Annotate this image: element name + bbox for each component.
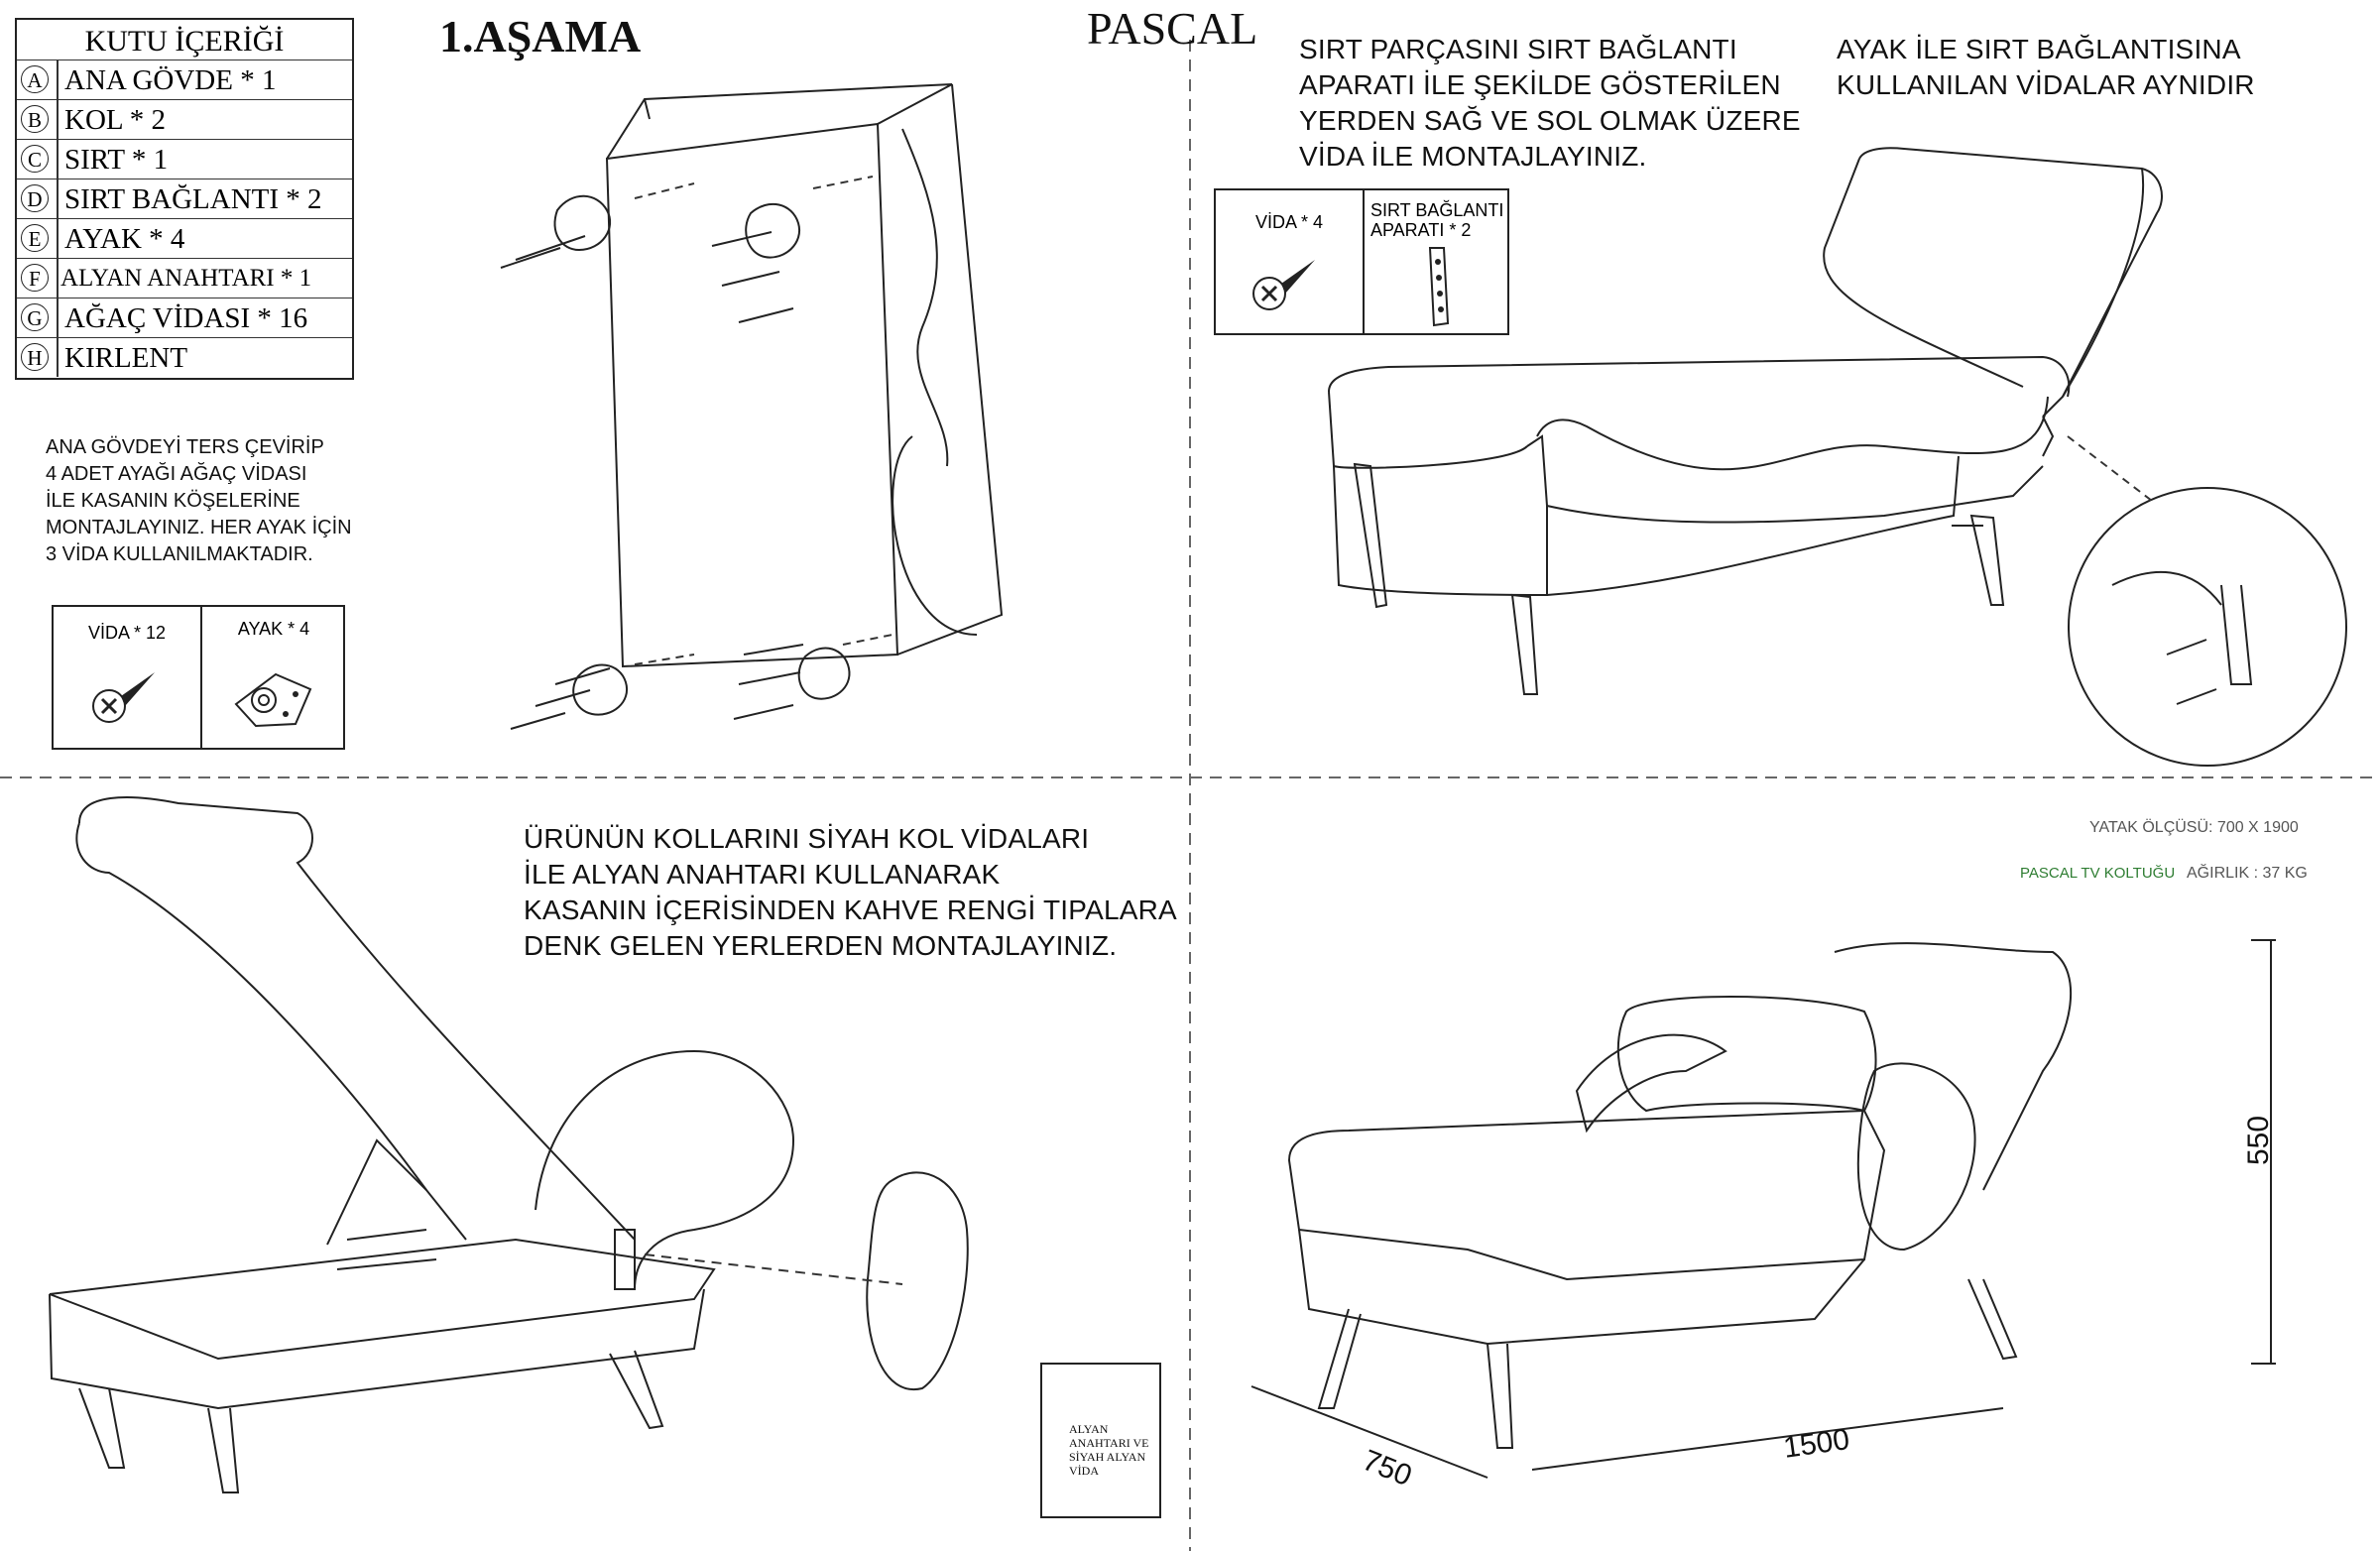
contents-row: C SIRT * 1	[17, 139, 352, 179]
legs-parts-box: VİDA * 12 AYAK * 4	[52, 605, 345, 750]
contents-label: SIRT * 1	[64, 144, 169, 176]
contents-label: AYAK * 4	[64, 223, 185, 255]
leg-bracket-icon	[234, 672, 312, 728]
contents-letter: B	[21, 105, 49, 133]
contents-row: E AYAK * 4	[17, 218, 352, 258]
bed-size-label: YATAK ÖLÇÜSÜ: 700 X 1900	[2089, 819, 2299, 836]
body-upside-down-drawing	[500, 83, 1004, 730]
contents-table: KUTU İÇERİĞİ A ANA GÖVDE * 1 B KOL * 2 C SIRT…	[15, 18, 354, 380]
contents-row: B KOL * 2	[17, 99, 352, 139]
arms-instruction: ÜRÜNÜN KOLLARINI SİYAH KOL VİDALARI İLE …	[524, 823, 1177, 961]
contents-letter: G	[21, 303, 49, 331]
contents-title: KUTU İÇERİĞİ	[84, 25, 285, 58]
stage-title: 1.AŞAMA	[439, 11, 642, 61]
contents-label: ALYAN ANAHTARI * 1	[60, 265, 312, 292]
contents-label: ANA GÖVDE * 1	[64, 64, 277, 96]
daybed-with-back-drawing	[1328, 147, 2163, 695]
brand-title: PASCAL	[1087, 3, 1258, 54]
final-product-drawing	[1287, 942, 2073, 1449]
back-note: AYAK İLE SIRT BAĞLANTISINA KULLANILAN Vİ…	[1837, 34, 2255, 100]
contents-letter: F	[21, 264, 49, 292]
allen-key-box-label: ALYAN ANAHTARI VE SİYAH ALYAN VİDA	[1069, 1422, 1149, 1478]
dim-height-label: 550	[2242, 1116, 2275, 1165]
screw-icon-back	[1252, 260, 1315, 310]
contents-label: SIRT BAĞLANTI * 2	[64, 183, 322, 215]
contents-label: KOL * 2	[64, 104, 167, 136]
dimension-lines	[1250, 939, 2276, 1479]
contents-letter: A	[21, 65, 49, 93]
contents-label: AĞAÇ VİDASI * 16	[64, 302, 308, 334]
contents-row: F ALYAN ANAHTARI * 1	[17, 258, 352, 298]
contents-letter: E	[21, 224, 49, 252]
contents-row: G AĞAÇ VİDASI * 16	[17, 298, 352, 337]
contents-row: H KIRLENT	[17, 337, 352, 377]
back-instruction: SIRT PARÇASINI SIRT BAĞLANTI APARATI İLE…	[1299, 34, 1801, 172]
contents-row: D SIRT BAĞLANTI * 2	[17, 179, 352, 218]
contents-letter: C	[21, 145, 49, 173]
weight-label: AĞIRLIK : 37 KG	[2187, 865, 2308, 882]
contents-letter: D	[21, 184, 49, 212]
back-bracket-icon	[1428, 247, 1450, 327]
dim-width-label: 1500	[1781, 1423, 1851, 1465]
quadrant-dividers	[0, 40, 2380, 1551]
arm-attachment-drawing	[49, 796, 1161, 1518]
back-part-bracket: SIRT BAĞLANTI APARATI * 2	[1363, 190, 1509, 333]
back-parts-box: VİDA * 4 SIRT BAĞLANTI APARATI * 2	[1214, 188, 1509, 335]
legs-instruction: ANA GÖVDEYİ TERS ÇEVİRİP 4 ADET AYAĞI AĞ…	[46, 436, 352, 565]
dim-depth-label: 750	[1358, 1444, 1416, 1492]
contents-row: A ANA GÖVDE * 1	[17, 60, 352, 99]
legs-part-bracket: AYAK * 4	[200, 607, 345, 748]
back-part-screw: VİDA * 4	[1216, 190, 1363, 333]
product-name: PASCAL TV KOLTUĞU	[2020, 865, 2176, 882]
screw-icon	[92, 672, 155, 723]
contents-letter: H	[21, 343, 49, 371]
contents-label: KIRLENT	[64, 342, 188, 374]
legs-part-screw: VİDA * 12	[54, 607, 200, 748]
